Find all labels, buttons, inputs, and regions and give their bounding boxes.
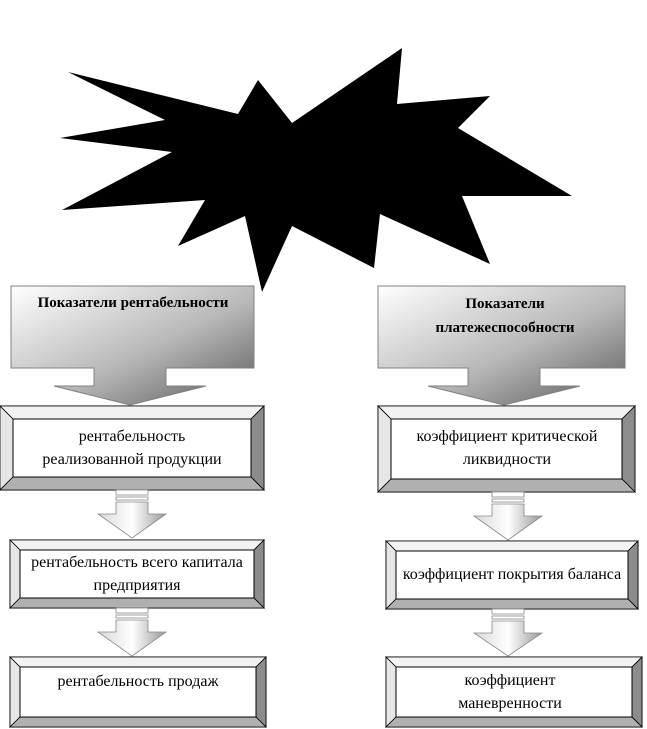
left-header-label: Показатели рентабельности xyxy=(37,295,229,311)
right-box-2 xyxy=(385,540,639,610)
right-box-3-label: коэффициент маневренности xyxy=(458,672,562,712)
right-header-callout xyxy=(377,285,626,406)
left-box-1 xyxy=(0,405,265,491)
left-arrow-2 xyxy=(96,607,168,657)
right-box-3 xyxy=(385,656,643,728)
right-arrow-2 xyxy=(472,608,544,657)
left-arrow-1 xyxy=(96,489,168,539)
left-box-3-label: рентабельность продаж xyxy=(57,672,219,690)
explosion-shape xyxy=(60,48,572,292)
right-arrow-1 xyxy=(472,491,544,541)
left-box-3 xyxy=(9,656,267,728)
right-box-1-label: коэффициент критической ликвидности xyxy=(416,428,598,468)
right-header-label: Показатели платежеспособности xyxy=(435,296,575,336)
right-box-2-label: коэффициент покрытия баланса xyxy=(402,565,622,583)
left-box-2 xyxy=(9,539,265,609)
left-box-2-label: рентабельность всего капитала предприяти… xyxy=(31,554,243,594)
right-box-1 xyxy=(377,405,636,493)
left-box-1-label: рентабельность реализованной продукции xyxy=(42,428,222,468)
left-header-callout xyxy=(10,285,255,406)
